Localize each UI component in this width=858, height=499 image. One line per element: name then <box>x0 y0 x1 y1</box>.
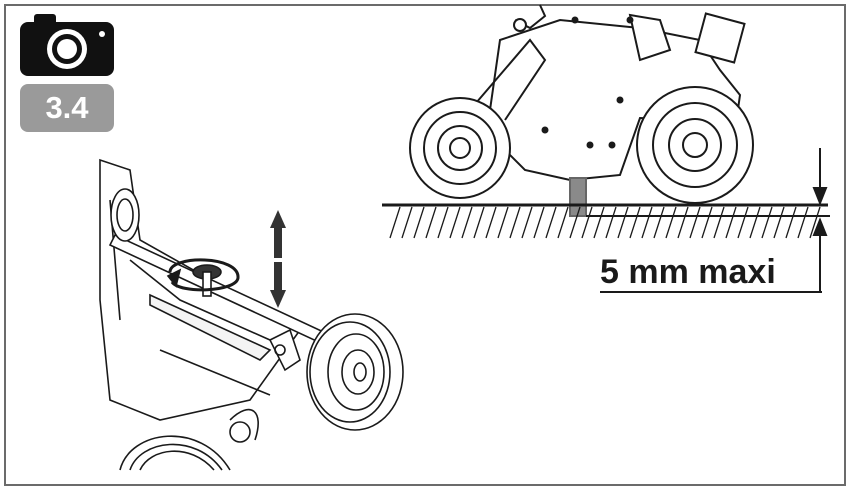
ground-hatch-line <box>437 206 449 239</box>
detail-rear-wheel <box>119 435 231 471</box>
ground-hatch-line <box>809 206 821 239</box>
ground-line <box>382 203 828 239</box>
ground-hatch-line <box>461 206 473 239</box>
ground-hatch-line <box>761 206 773 239</box>
ground-hatch-line <box>653 206 665 239</box>
ground-hatch-line <box>641 206 653 239</box>
ground-hatch-line <box>545 206 557 239</box>
ground-hatch-line <box>401 206 413 239</box>
ground-hatch-line <box>617 206 629 239</box>
ground-hatch-line <box>701 206 713 239</box>
ground-hatch-line <box>521 206 533 239</box>
measurement-dimension <box>586 148 830 293</box>
height-adjust-knob-detail <box>99 158 404 471</box>
ground-hatch-line <box>737 206 749 239</box>
up-down-arrows <box>270 210 286 308</box>
camera-icon <box>20 14 114 76</box>
front-wheel <box>409 97 511 199</box>
ground-hatch-line <box>605 206 617 239</box>
ground-hatch-line <box>413 206 425 239</box>
step-number-badge: 3.4 <box>20 84 114 132</box>
ground-hatch-line <box>725 206 737 239</box>
ground-hatch-line <box>713 206 725 239</box>
ground-hatch-line <box>473 206 485 239</box>
ground-hatch-line <box>581 206 593 239</box>
measurement-label: 5 mm maxi <box>600 253 776 291</box>
rear-wheel <box>636 86 754 204</box>
ground-hatch-line <box>557 206 569 239</box>
machine-side-view <box>409 4 754 217</box>
ground-hatch-line <box>569 206 581 239</box>
ground-hatch-line <box>425 206 437 239</box>
ground-hatch-line <box>629 206 641 239</box>
detail-front-wheel <box>306 313 404 431</box>
ground-hatch-line <box>749 206 761 239</box>
ground-hatch-line <box>497 206 509 239</box>
ground-hatch-line <box>593 206 605 239</box>
ground-hatch-line <box>485 206 497 239</box>
ground-hatch-line <box>797 206 809 239</box>
blade-gap-marker <box>569 177 587 217</box>
ground-hatch-line <box>689 206 701 239</box>
ground-hatch-line <box>389 206 401 239</box>
ground-hatch-line <box>773 206 785 239</box>
ground-hatch-line <box>677 206 689 239</box>
ground-hatch-line <box>665 206 677 239</box>
ground-hatch-line <box>785 206 797 239</box>
ground-hatch-line <box>509 206 521 239</box>
ground-hatch-line <box>533 206 545 239</box>
ground-hatch-line <box>449 206 461 239</box>
